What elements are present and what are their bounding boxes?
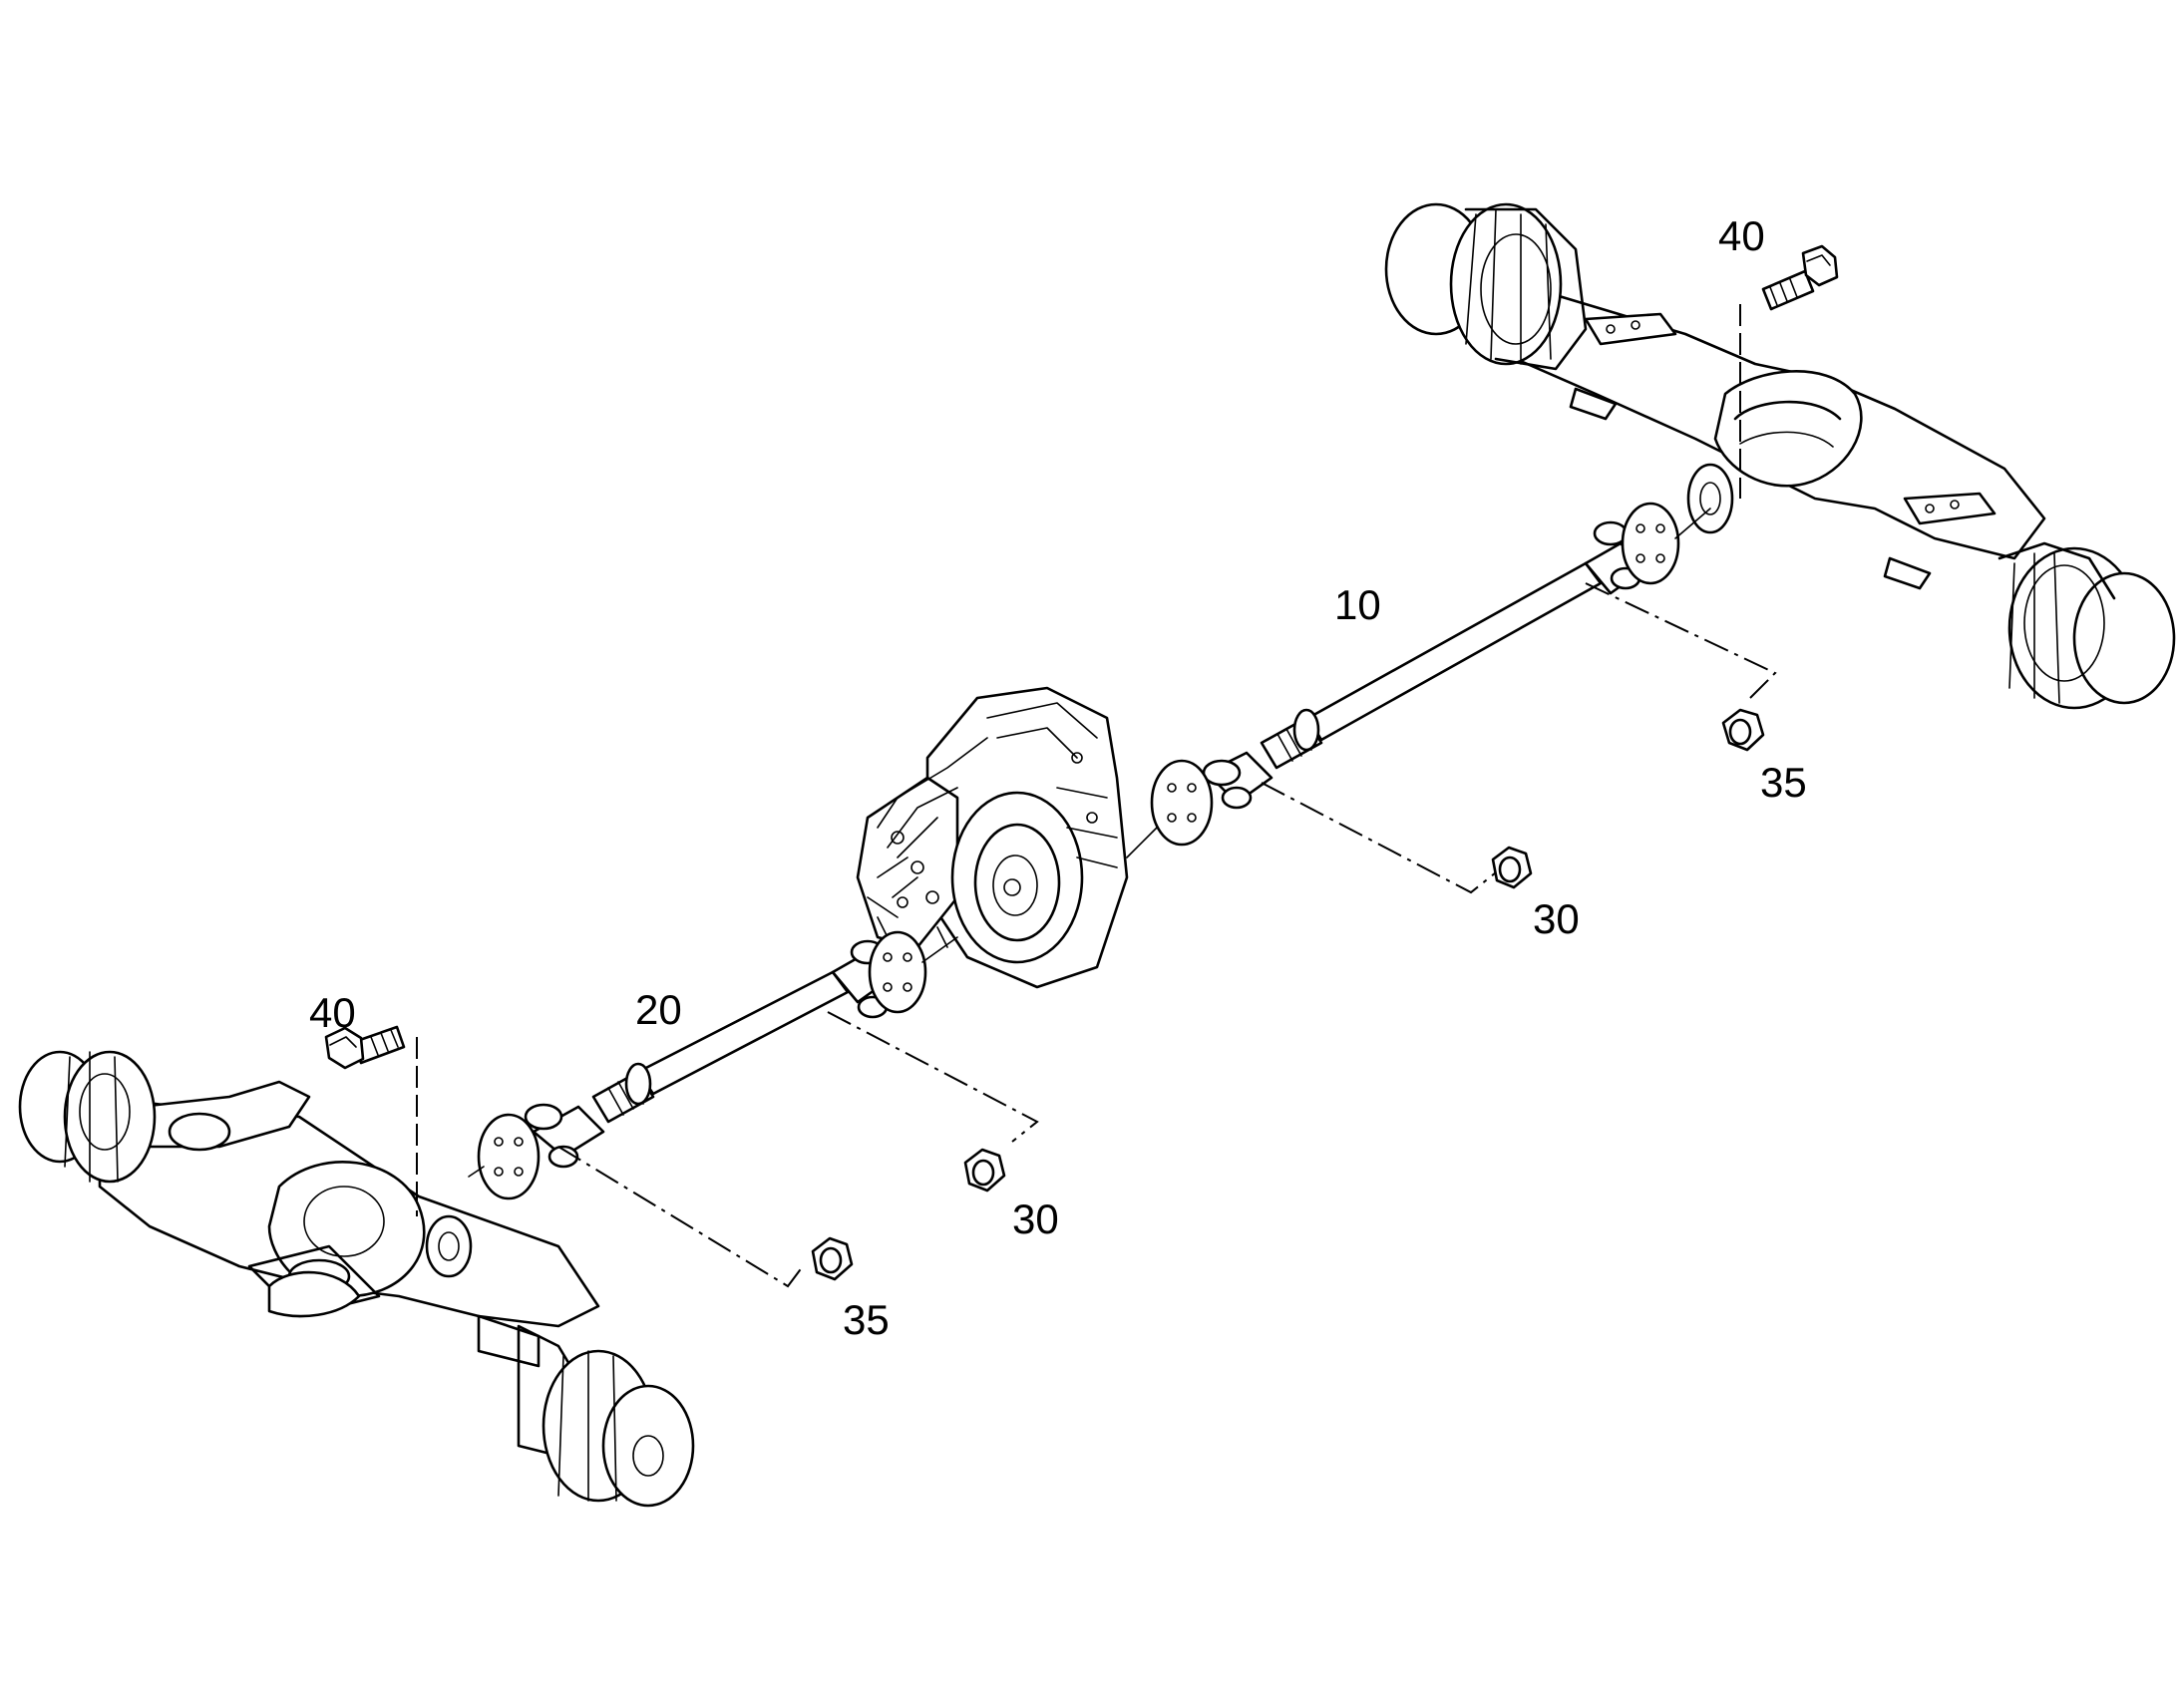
label-part-40-upper: 40: [1718, 212, 1765, 259]
bolt-40-lower: [324, 1025, 406, 1070]
label-part-30-lower: 30: [1012, 1196, 1059, 1242]
driveshaft-10: [1126, 502, 1711, 858]
label-part-35-upper: 35: [1760, 759, 1807, 806]
label-part-40-lower: 40: [309, 989, 356, 1036]
label-part-30-upper: 30: [1533, 895, 1580, 942]
transmission: [856, 686, 1129, 989]
nut-30-lower: [963, 1148, 1006, 1193]
label-part-35-lower: 35: [843, 1296, 890, 1343]
nut-35-upper: [1721, 708, 1765, 752]
nut-30-upper: [1491, 846, 1533, 889]
label-part-10: 10: [1334, 581, 1381, 628]
driveshaft-20: [468, 930, 958, 1200]
bolt-40-upper: [1761, 244, 1839, 311]
nut-35-lower: [811, 1236, 854, 1281]
front-axle: [18, 1050, 695, 1508]
label-part-20: 20: [635, 986, 682, 1033]
rear-axle: [1384, 202, 2176, 710]
leader-lines: [416, 304, 1777, 1288]
